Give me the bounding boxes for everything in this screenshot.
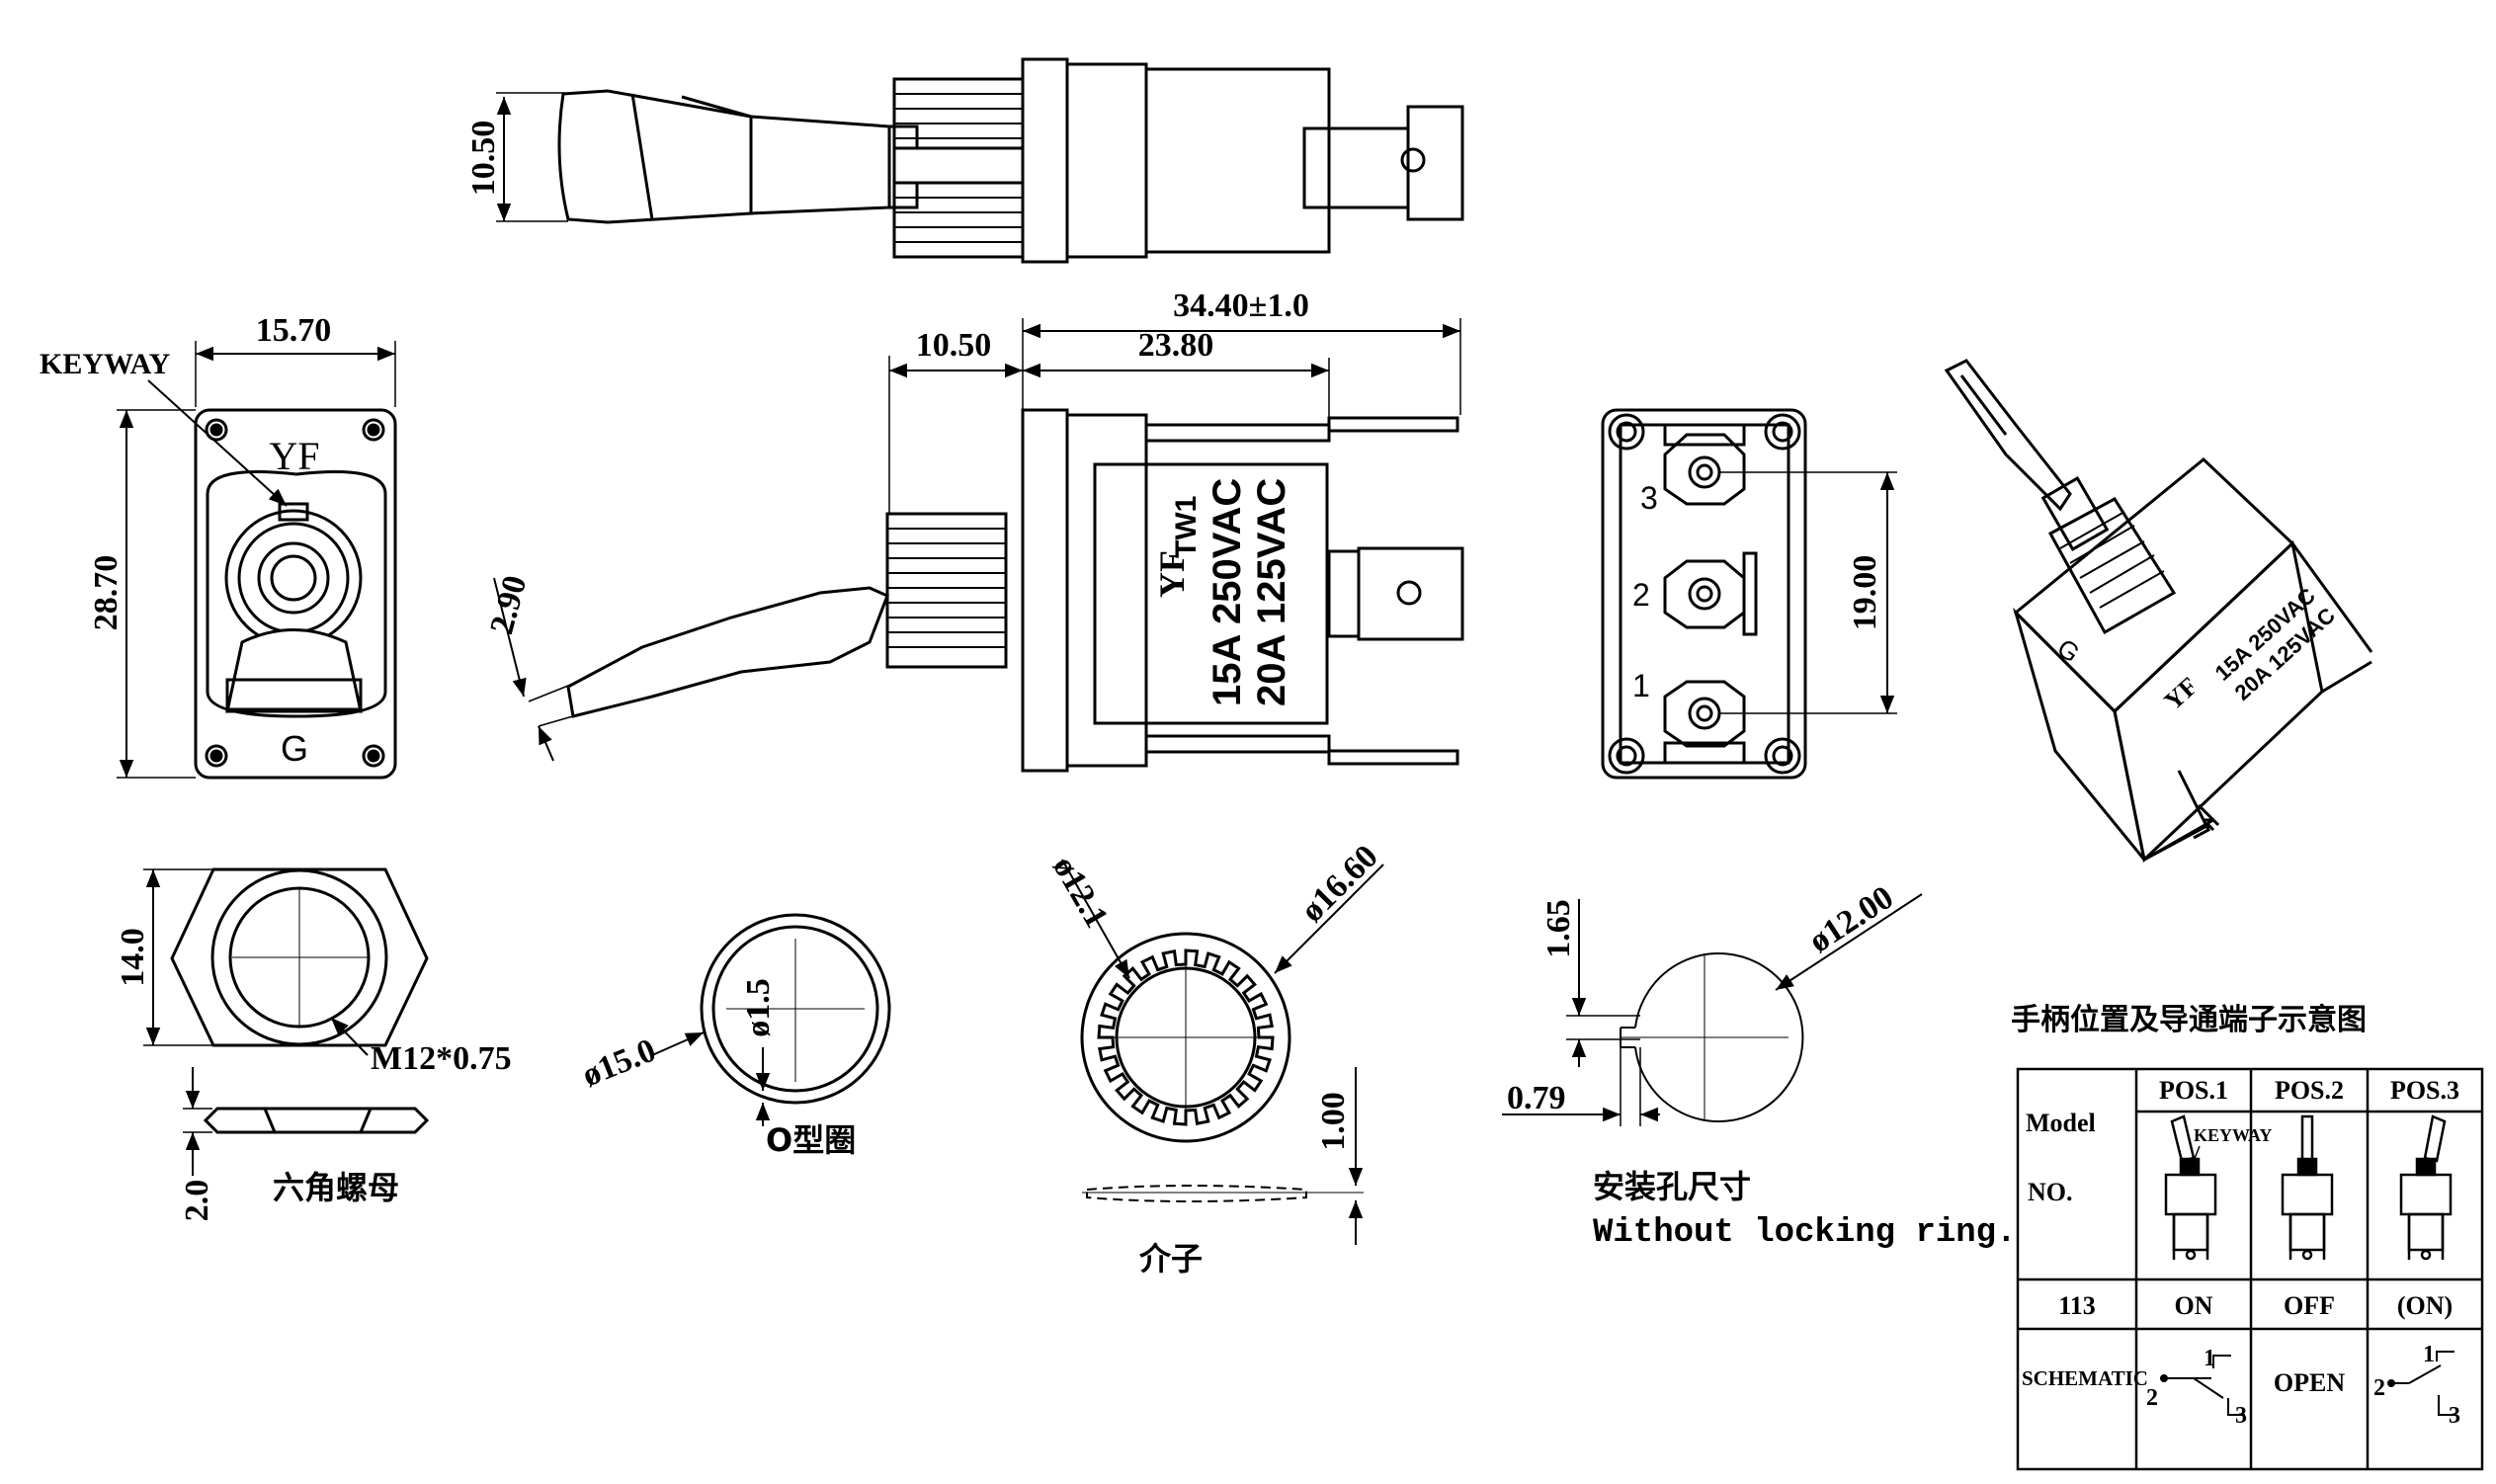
dim-washer-outer: ø16.60 xyxy=(1274,838,1385,974)
dim-handle-length: 10.50 xyxy=(888,327,1023,514)
dim-oring-outer: ø15.0 xyxy=(577,1031,705,1094)
hole-title: 安装孔尺寸 xyxy=(1593,1168,1751,1205)
rating-line-1: 15A 250VAC xyxy=(1206,478,1249,706)
table-pos2: POS.2 xyxy=(2275,1076,2344,1105)
ground-mark-iso: G xyxy=(2052,632,2086,668)
table-title: 手柄位置及导通端子示意图 xyxy=(2011,1003,2367,1037)
washer-name-label: 介子 xyxy=(1138,1240,1203,1278)
dim-handle-height: 10.50 xyxy=(465,92,568,222)
rating-line-2: 20A 125VAC xyxy=(1250,478,1293,706)
schematic-pos1-t3: 3 xyxy=(2235,1403,2247,1429)
dim-terminal-pitch: 19.00 xyxy=(1719,471,1897,714)
dim-hole-keydepth: 1.65 xyxy=(1540,899,1640,1067)
table-no-header: NO. xyxy=(2028,1178,2073,1206)
table-schematic-label: SCHEMATIC xyxy=(2022,1366,2148,1390)
schematic-pos3-t1: 1 xyxy=(2423,1342,2435,1367)
brand-mark-iso: YF xyxy=(2159,672,2204,716)
brand-mark-front: YF xyxy=(269,434,319,478)
dim-washer-outer-text: ø16.60 xyxy=(1293,838,1384,929)
dim-nut-flats: 14.0 xyxy=(115,868,213,1046)
dim-oring-section-text: ø1.5 xyxy=(740,978,777,1037)
hex-nut-side xyxy=(203,1107,430,1134)
dim-handle-height-text: 10.50 xyxy=(465,121,502,197)
dim-terminal-pitch-text: 19.00 xyxy=(1847,555,1883,631)
nut-thread-callout: M12*0.75 xyxy=(330,1017,512,1077)
dim-hole-keywidth: 0.79 xyxy=(1502,1047,1660,1126)
dim-plate-width-text: 15.70 xyxy=(256,312,332,349)
table-state-pos1: ON xyxy=(2175,1291,2213,1320)
terminal-view: 3 2 1 xyxy=(1601,408,1807,780)
ground-mark-front: G xyxy=(281,728,308,769)
dim-body-length-text: 23.80 xyxy=(1138,327,1214,364)
dim-hole-diameter: ø12.00 xyxy=(1775,879,1923,991)
dim-plate-width: 15.70 xyxy=(195,312,396,407)
schematic-pos1: 1 2 3 xyxy=(2146,1346,2247,1429)
dim-body-length: 23.80 xyxy=(1023,327,1330,425)
o-ring xyxy=(700,913,891,1105)
terminal-1-label: 1 xyxy=(1632,668,1650,703)
dim-handle-thickness: 2.90 xyxy=(483,572,584,762)
nut-name-label: 六角螺母 xyxy=(273,1169,399,1206)
model-code-side: TW1 xyxy=(1170,496,1203,558)
nut-thread-text: M12*0.75 xyxy=(371,1040,512,1077)
washer-teeth xyxy=(1097,948,1275,1126)
dim-handle-thickness-text: 2.90 xyxy=(483,572,534,638)
dim-hole-keywidth-text: 0.79 xyxy=(1507,1080,1566,1116)
terminal-2-label: 2 xyxy=(1632,577,1650,613)
front-plate-view: YF G xyxy=(194,408,397,780)
top-side-view xyxy=(557,57,1464,264)
washer-side: 1.00 xyxy=(1082,1067,1364,1245)
table-model-header: Model xyxy=(2026,1109,2096,1137)
mounting-hole xyxy=(1620,952,1804,1122)
dim-handle-length-text: 10.50 xyxy=(916,327,992,364)
isometric-view: YF 15A 250VAC 20A 125VAC G xyxy=(1944,359,2373,863)
washer xyxy=(1080,932,1291,1143)
dim-washer-inner-text: ø12.1 xyxy=(1045,851,1115,935)
keyway-callout: KEYWAY xyxy=(40,348,288,507)
dim-oring-section: ø1.5 xyxy=(740,978,777,1126)
table-state-pos3: (ON) xyxy=(2397,1291,2453,1320)
hex-nut-front xyxy=(170,867,429,1047)
hole-note: Without locking ring. xyxy=(1593,1214,2016,1252)
terminal-3-label: 3 xyxy=(1640,480,1658,516)
dim-nut-thickness: 2.0 xyxy=(179,1067,215,1221)
schematic-pos1-t2: 2 xyxy=(2146,1385,2158,1411)
dim-plate-height-text: 28.70 xyxy=(88,555,125,631)
schematic-pos3-t3: 3 xyxy=(2449,1403,2460,1429)
schematic-pos3-t2: 2 xyxy=(2373,1375,2385,1401)
table-state-pos2: OFF xyxy=(2284,1291,2335,1320)
dim-hole-keydepth-text: 1.65 xyxy=(1540,899,1577,958)
dim-overall-length: 34.40±1.0 xyxy=(1022,288,1461,415)
brand-mark-side: YF xyxy=(1152,550,1192,598)
schematic-pos3: 1 2 3 xyxy=(2373,1342,2460,1429)
dim-hole-diameter-text: ø12.00 xyxy=(1802,879,1900,960)
dim-washer-thickness-text: 1.00 xyxy=(1315,1092,1352,1151)
keyway-label: KEYWAY xyxy=(40,348,171,380)
table-text: Model NO. POS.1 POS.2 POS.3 KEYWAY 113 O… xyxy=(2022,1076,2459,1397)
table-pos3: POS.3 xyxy=(2390,1076,2459,1105)
dim-nut-thickness-text: 2.0 xyxy=(179,1180,215,1222)
position-table xyxy=(2016,1067,2484,1471)
dim-plate-height: 28.70 xyxy=(88,409,196,779)
dim-overall-length-text: 34.40±1.0 xyxy=(1173,288,1309,324)
dim-nut-flats-text: 14.0 xyxy=(115,928,151,987)
body-marking: YF TW1 15A 250VAC 20A 125VAC xyxy=(1152,478,1293,706)
dim-oring-outer-text: ø15.0 xyxy=(577,1031,661,1094)
table-switch-icons xyxy=(2164,1114,2453,1261)
middle-side-view xyxy=(566,408,1464,773)
table-model-value: 113 xyxy=(2058,1291,2096,1320)
schematic-pos1-t1: 1 xyxy=(2204,1346,2215,1371)
table-open-label: OPEN xyxy=(2274,1368,2345,1397)
table-pos1: POS.1 xyxy=(2159,1076,2228,1105)
table-keyway: KEYWAY xyxy=(2194,1125,2272,1145)
oring-name-label: O型圈 xyxy=(766,1121,856,1159)
